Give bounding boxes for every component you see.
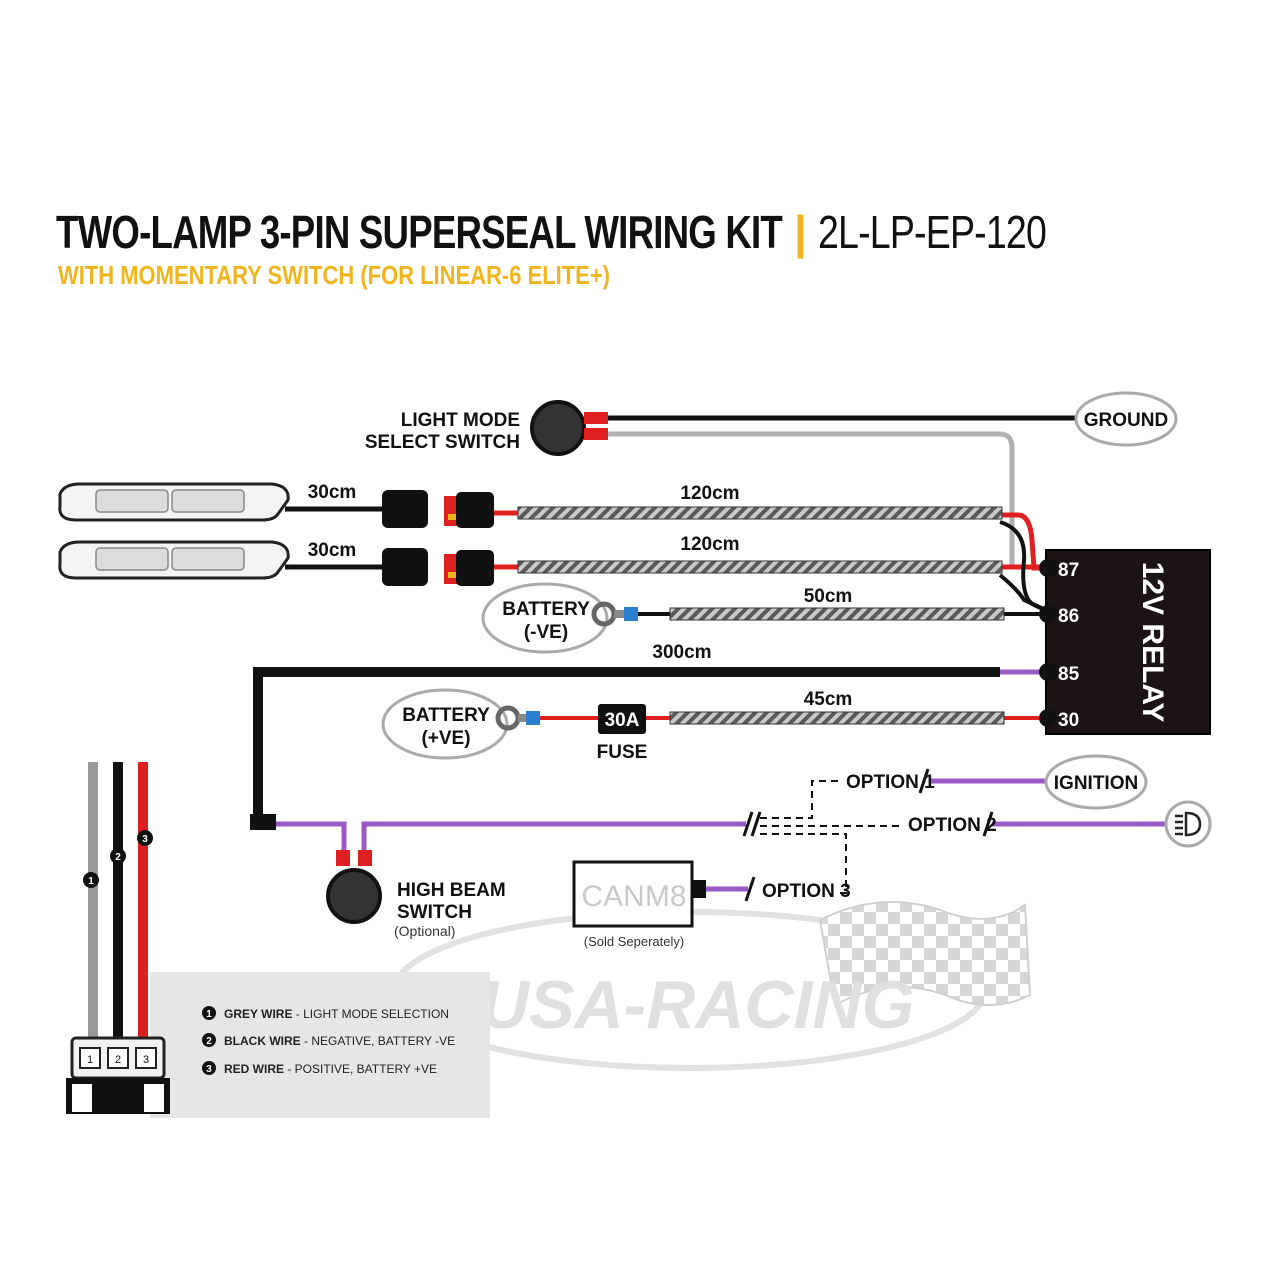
svg-text:GREY WIRE - LIGHT MODE SELECTI: GREY WIRE - LIGHT MODE SELECTION xyxy=(224,1007,449,1021)
length-labels: 30cm 30cm 120cm 120cm 50cm 300cm 45cm xyxy=(308,482,853,710)
ground-label: GROUND xyxy=(1084,410,1168,431)
pin-2: 2 xyxy=(115,1054,121,1066)
wire-connector-illustration: 1 2 3 1 2 3 xyxy=(66,762,170,1114)
relay-pin-87: 87 xyxy=(1058,560,1079,581)
lamp-2 xyxy=(58,540,290,580)
high-beam-switch-icon xyxy=(326,868,382,924)
checkered-flag-icon xyxy=(818,901,1032,1007)
relay-icon xyxy=(1045,549,1211,735)
pin-3: 3 xyxy=(143,1054,149,1066)
lamp-connectors xyxy=(382,490,494,586)
option-3-label: OPTION 3 xyxy=(762,881,851,902)
legend: 1 GREY WIRE - LIGHT MODE SELECTION 2 BLA… xyxy=(202,1006,455,1076)
battery-negative: BATTERY (-VE) xyxy=(481,582,638,654)
light-mode-switch-icon xyxy=(530,400,586,456)
fuse-rating: 30A xyxy=(605,710,640,731)
high-beam-note: (Optional) xyxy=(394,923,455,939)
wire-num-1: 1 xyxy=(88,876,94,887)
page-title: TWO-LAMP 3-PIN SUPERSEAL WIRING KIT xyxy=(56,206,783,258)
kit-code: 2L-LP-EP-120 xyxy=(818,206,1046,258)
ignition-label: IGNITION xyxy=(1054,773,1138,794)
svg-text:2: 2 xyxy=(206,1036,212,1047)
relay-label: 12V RELAY xyxy=(1136,562,1169,723)
legend-item-grey: 1 GREY WIRE - LIGHT MODE SELECTION xyxy=(202,1006,449,1021)
lamp-1 xyxy=(58,482,290,522)
watermark-text: USA-RACING xyxy=(480,967,914,1043)
battery-neg-line2: (-VE) xyxy=(524,622,568,643)
length-lamp1: 30cm xyxy=(308,482,357,503)
battery-pos-line2: (+VE) xyxy=(421,728,470,749)
light-mode-switch: LIGHT MODE SELECT SWITCH xyxy=(365,400,608,456)
trigger-options: OPTION 1 OPTION 2 OPTION 3 IGNITION xyxy=(762,754,1212,902)
relay: 87 86 85 30 12V RELAY xyxy=(1039,549,1211,735)
high-beam-line2: SWITCH xyxy=(397,902,472,923)
fuse: 30A FUSE xyxy=(597,704,648,763)
high-beam-line1: HIGH BEAM xyxy=(397,880,506,901)
length-battery-neg: 50cm xyxy=(804,586,853,607)
option-2-label: OPTION 2 xyxy=(908,815,997,836)
switch-label-line2: SELECT SWITCH xyxy=(365,432,520,453)
battery-positive: BATTERY (+VE) xyxy=(381,688,540,760)
legend-item-black: 2 BLACK WIRE - NEGATIVE, BATTERY -VE xyxy=(202,1033,455,1048)
relay-pin-85: 85 xyxy=(1058,664,1080,685)
svg-text:BLACK WIRE - NEGATIVE, BATTERY: BLACK WIRE - NEGATIVE, BATTERY -VE xyxy=(224,1034,455,1048)
headlight-icon xyxy=(1164,800,1212,848)
length-harness1: 120cm xyxy=(680,483,739,504)
svg-text:3: 3 xyxy=(206,1064,212,1075)
length-main-run: 300cm xyxy=(652,642,711,663)
legend-item-red: 3 RED WIRE - POSITIVE, BATTERY +VE xyxy=(202,1061,437,1076)
canm8-module: CANM8 (Sold Seperately) xyxy=(572,860,706,949)
wire-num-2: 2 xyxy=(115,852,121,863)
length-battery-pos: 45cm xyxy=(804,689,853,710)
fuse-label: FUSE xyxy=(597,742,648,763)
high-beam-switch: HIGH BEAM SWITCH (Optional) xyxy=(326,850,506,939)
relay-pin-86: 86 xyxy=(1058,606,1079,627)
canm8-note: (Sold Seperately) xyxy=(584,934,684,949)
switch-label-line1: LIGHT MODE xyxy=(401,410,520,431)
watermark: USA-RACING xyxy=(392,901,1032,1071)
wires xyxy=(250,415,1168,902)
length-harness2: 120cm xyxy=(680,534,739,555)
title-separator: | xyxy=(794,206,806,258)
option-1-label: OPTION 1 xyxy=(846,772,935,793)
wire-num-3: 3 xyxy=(142,834,148,845)
battery-neg-line1: BATTERY xyxy=(502,599,590,620)
page-subtitle: WITH MOMENTARY SWITCH (FOR LINEAR-6 ELIT… xyxy=(58,260,610,290)
svg-text:1: 1 xyxy=(206,1009,212,1020)
braided-harnesses xyxy=(517,506,1005,725)
pin-1: 1 xyxy=(87,1054,93,1066)
battery-pos-line1: BATTERY xyxy=(402,705,490,726)
relay-pin-30: 30 xyxy=(1058,710,1079,731)
fuse-icon xyxy=(598,704,646,734)
length-lamp2: 30cm xyxy=(308,540,357,561)
svg-text:RED WIRE - POSITIVE, BATTERY +: RED WIRE - POSITIVE, BATTERY +VE xyxy=(224,1062,437,1076)
canm8-label: CANM8 xyxy=(581,880,686,913)
ground-terminal: GROUND xyxy=(1074,391,1178,447)
